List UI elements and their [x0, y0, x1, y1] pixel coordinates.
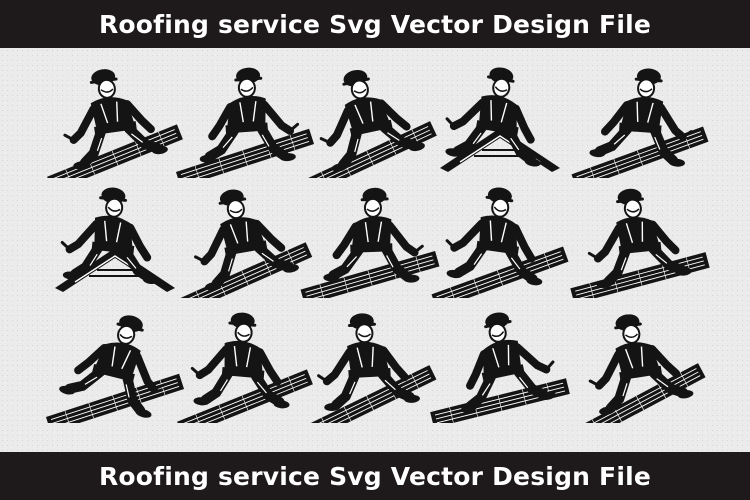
roofer-silhouette-icon	[177, 312, 313, 423]
roofer-figure	[445, 187, 543, 286]
roofer-silhouette-icon	[300, 187, 440, 298]
roofer-silhouette-icon	[55, 187, 175, 292]
roofer-silhouette-icon	[175, 67, 315, 178]
roofer-illustration	[570, 178, 710, 298]
roofer-silhouette-icon	[303, 313, 437, 423]
roofer-illustration	[300, 178, 440, 298]
roof-section	[177, 369, 313, 423]
roofer-illustration	[175, 178, 315, 298]
roofer-illustration	[430, 303, 570, 423]
roofer-silhouette-icon	[45, 315, 185, 423]
roofer-illustration	[300, 303, 440, 423]
roofer-figure	[190, 312, 290, 409]
illustration-grid	[0, 48, 750, 452]
roofer-illustration	[570, 58, 710, 178]
roofer-silhouette-icon	[571, 68, 709, 178]
roof-section	[574, 363, 706, 423]
roofer-figure	[194, 189, 299, 291]
roofer-silhouette-icon	[570, 188, 710, 298]
roofer-silhouette-icon	[574, 314, 706, 423]
roof-section	[430, 378, 570, 423]
roofer-silhouette-icon	[47, 69, 183, 178]
roofer-silhouette-icon	[440, 67, 560, 172]
roofer-figure	[60, 187, 159, 285]
roofer-figure	[317, 313, 420, 412]
roofer-illustration	[300, 58, 440, 178]
roof-section	[431, 246, 569, 298]
roofer-silhouette-icon	[430, 312, 570, 423]
roofer-figure	[199, 67, 300, 163]
roofer-silhouette-icon	[177, 189, 313, 298]
roof-section	[303, 365, 437, 423]
roofer-figure	[460, 312, 556, 413]
roof-section	[570, 252, 710, 298]
roofer-illustration	[570, 303, 710, 423]
roofer-figure	[445, 67, 541, 167]
top-banner: Roofing service Svg Vector Design File	[0, 0, 750, 48]
roofer-illustration	[175, 58, 315, 178]
roofer-figure	[323, 187, 424, 283]
roofer-figure	[587, 188, 692, 289]
bottom-banner-title: Roofing service Svg Vector Design File	[98, 461, 652, 491]
bottom-banner: Roofing service Svg Vector Design File	[0, 452, 750, 500]
roof-section	[175, 128, 315, 178]
roof-section	[45, 373, 185, 423]
roofer-silhouette-icon	[303, 69, 437, 178]
roofer-illustration	[430, 178, 570, 298]
roof-section	[300, 251, 440, 298]
roofer-figure	[63, 69, 168, 170]
roofer-silhouette-icon	[431, 187, 569, 298]
roofer-figure	[319, 69, 425, 172]
top-banner-title: Roofing service Svg Vector Design File	[98, 9, 652, 39]
roofer-figure	[59, 315, 165, 418]
roofer-figure	[588, 314, 694, 415]
roofer-illustration	[430, 58, 570, 178]
roofer-illustration	[45, 178, 185, 298]
roofer-illustration	[45, 303, 185, 423]
roofer-figure	[589, 68, 693, 167]
roofer-illustration	[45, 58, 185, 178]
roofer-illustration	[175, 303, 315, 423]
